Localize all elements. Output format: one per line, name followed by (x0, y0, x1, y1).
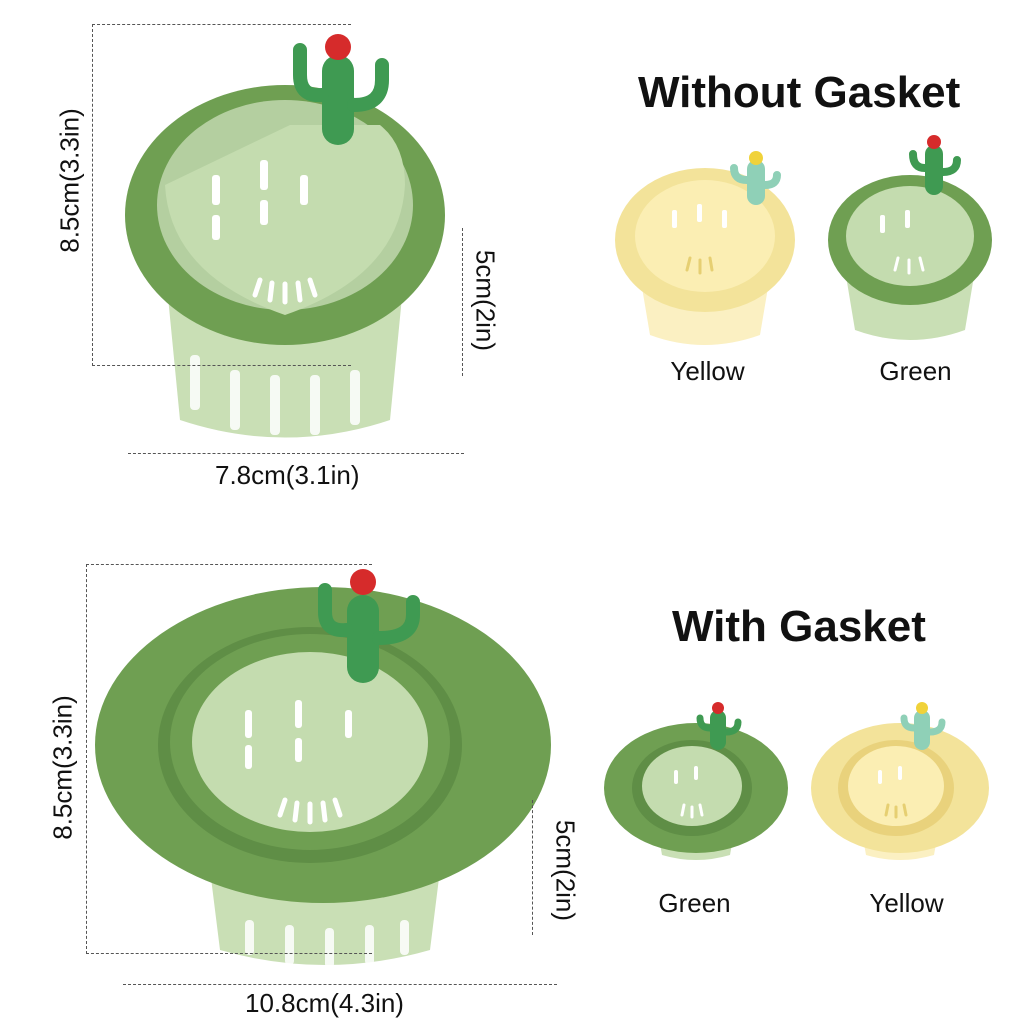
depth-dimension-line-bottom (532, 800, 533, 935)
variant-image-green-with-gasket (604, 700, 789, 865)
width-dimension-line-bottom (123, 984, 557, 985)
width-label-bottom: 10.8cm(4.3in) (245, 988, 404, 1018)
variant-image-yellow-with-gasket (810, 700, 990, 865)
depth-label-bottom: 5cm(2in) (550, 819, 581, 922)
variant-caption-green-with: Green (658, 888, 731, 918)
variant-image-green-without-gasket (825, 130, 995, 345)
height-dimension-line-bottom (86, 564, 372, 954)
main-product-image-without-gasket (120, 25, 450, 445)
variant-image-yellow-without-gasket (612, 140, 797, 350)
section-title-without-gasket: Without Gasket (638, 68, 961, 117)
main-product-image-with-gasket (95, 560, 555, 990)
depth-label-top: 5cm(2in) (470, 249, 501, 352)
height-dimension-line-top (92, 24, 351, 366)
variant-caption-yellow-with: Yellow (869, 888, 944, 918)
section-title-with-gasket: With Gasket (672, 602, 926, 651)
depth-dimension-line-top (462, 228, 463, 376)
height-label-bottom: 8.5cm(3.3in) (47, 695, 78, 840)
variant-caption-yellow-without: Yellow (670, 356, 745, 386)
width-dimension-line-top (128, 453, 464, 454)
height-label-top: 8.5cm(3.3in) (54, 108, 85, 253)
width-label-top: 7.8cm(3.1in) (215, 460, 360, 490)
variant-caption-green-without: Green (879, 356, 952, 386)
